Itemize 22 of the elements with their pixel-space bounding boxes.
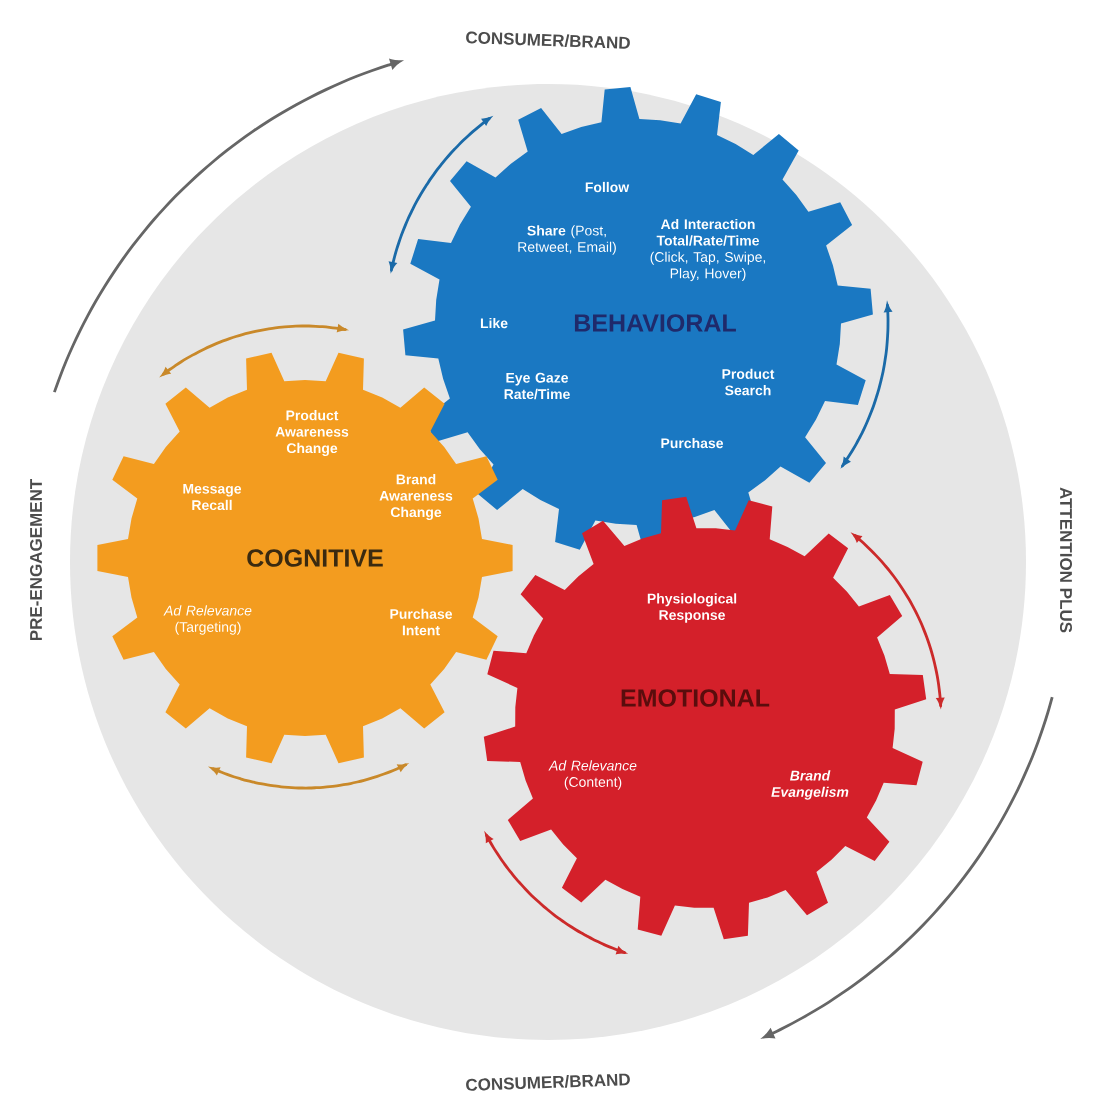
item-label: Brand Awareness Change <box>379 474 453 520</box>
side-label: PRE-ENGAGEMENT <box>30 479 42 641</box>
item-label: Product Awareness Change <box>275 410 349 456</box>
side-label: ATTENTION PLUS <box>1060 487 1072 633</box>
item-label: Purchase <box>661 437 724 449</box>
item-label: Message Recall <box>183 483 242 511</box>
item-label: Ad Relevance (Targeting) <box>163 605 252 635</box>
gear-title: BEHAVIORAL <box>574 314 736 332</box>
gear-title: COGNITIVE <box>247 549 383 567</box>
side-label: CONSUMER/BRAND <box>466 1073 630 1091</box>
item-label: Purchase Intent <box>390 608 453 636</box>
item-label: Physiological Response <box>647 593 737 623</box>
item-label: Product Search <box>722 368 775 396</box>
item-label: Like <box>480 317 508 329</box>
item-label: Share (Post, Retweet, Email) <box>518 225 616 255</box>
gear-title: EMOTIONAL <box>621 689 770 707</box>
side-label: CONSUMER/BRAND <box>466 31 630 49</box>
item-label: Brand Evangelism <box>771 770 849 800</box>
item-label: Follow <box>585 181 630 193</box>
item-label: Ad Relevance (Content) <box>548 760 637 790</box>
item-label: Eye Gaze Rate/Time <box>504 372 570 400</box>
item-label: Ad Interaction Total/Rate/Time (Click, Tap, Swipe, Play, Hover) <box>650 218 766 282</box>
